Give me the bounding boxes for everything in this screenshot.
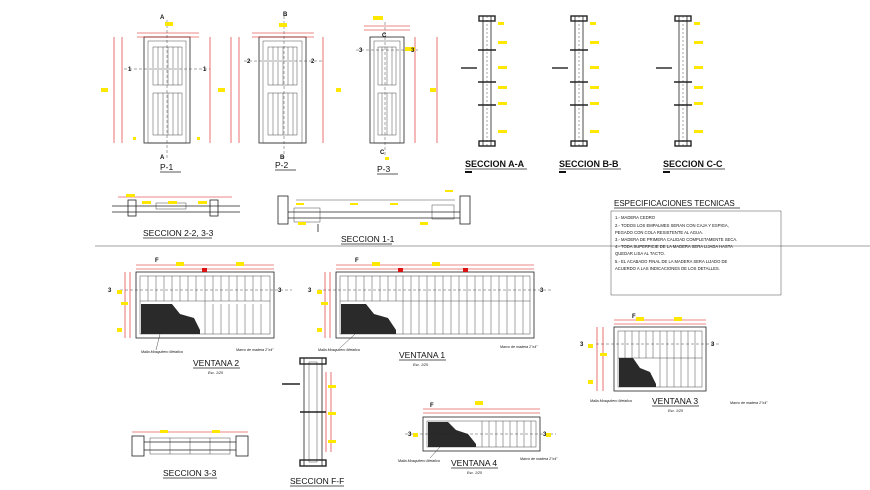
section-1-1: SECCION 1-1 [277,190,471,245]
window-v3-cut-f: F [632,314,636,320]
door-p1-cut-bottom: A [160,155,165,161]
spec-line-8: ACUERDO A LAS INDICACIONES DE LOS DETALL… [615,266,720,271]
window-v1-title: VENTANA 1 [399,350,445,360]
window-v4: F 3 3 Malla Mosquitero Metalica Marco de… [398,401,558,475]
window-v1-scale: Esc. 1/25 [413,363,428,367]
section-c-c: SECCION C-C [656,15,725,173]
door-p1-title: P-1 [160,162,174,172]
section-2-2-3-3: SECCION 2-2, 3-3 [112,194,240,239]
window-v4-cut-3-left: 3 [408,432,412,438]
door-p2: 2 2 B B P-2 [218,12,341,171]
window-v2-cut-f: F [155,258,159,264]
section-b-b-title: SECCION B-B [559,159,619,169]
door-p3-cut-top: C [382,33,387,39]
door-p3-cut-right: 3 [411,48,415,54]
window-v1: F 3 3 Malla Mosquitero Metalica Marco de… [308,258,552,367]
window-v4-note-right: Marco de madera 2"x4" [520,457,558,461]
spec-line-5: 4.- TODA SUPERFICIE DE LA MADERA SERA LI… [615,244,733,249]
door-p1: 1 1 A A P-1 [101,15,225,173]
door-p3-cut-left: 3 [359,48,363,54]
window-v3-cut-3-left: 3 [580,342,584,348]
window-v2-cut-3-left: 3 [108,288,112,294]
section-a-a-title: SECCION A-A [465,159,525,169]
spec-line-1: 1.- MADERA CEDRO [615,215,656,220]
spec-line-7: 5.- EL ACABADO FINAL DE LA MADERA SERA L… [615,259,728,264]
section-a-a: SECCION A-A [461,15,527,173]
window-v2: F 3 3 Malla Mosquitero Metalica Marco de… [108,258,292,375]
window-v2-title: VENTANA 2 [193,358,239,368]
window-v3-cut-3-right: 3 [711,342,715,348]
section-f-f-title: SECCION F-F [290,476,344,486]
section-1-1-title: SECCION 1-1 [341,234,395,244]
door-p3: 3 3 C C P-3 [356,16,438,175]
specifications-block: ESPECIFICACIONES TECNICAS 1.- MADERA CED… [610,199,782,296]
window-v2-note-left: Malla Mosquitero Metalica [141,350,183,354]
section-2-2-3-3-title: SECCION 2-2, 3-3 [143,228,214,238]
section-f-f: SECCION F-F [282,357,344,487]
door-p1-cut-right: 1 [203,67,207,73]
section-c-c-title: SECCION C-C [663,159,723,169]
spec-line-3: PEGADO CON COLA RESISTENTE AL AGUA. [615,230,703,235]
door-p3-cut-bottom: C [380,150,385,156]
window-v1-note-left: Malla Mosquitero Metalica [318,348,360,352]
window-v4-note-left: Malla Mosquitero Metalica [398,459,440,463]
window-v4-scale: Esc. 1/25 [467,471,482,475]
window-v1-cut-f: F [355,258,359,264]
window-v4-title: VENTANA 4 [451,458,497,468]
section-3-3: SECCION 3-3 [131,430,249,479]
door-p2-cut-right: 2 [311,59,315,65]
door-p2-cut-left: 2 [247,59,251,65]
window-v2-note-right: Marco de madera 2"x4" [236,348,274,352]
door-p3-title: P-3 [377,164,391,174]
window-v1-cut-3-left: 3 [308,288,312,294]
door-p2-cut-top: B [283,12,288,18]
section-b-b: SECCION B-B [552,15,621,173]
window-v1-note-right: Marco de madera 2"x4" [500,345,538,349]
window-v2-scale: Esc. 1/25 [208,371,223,375]
window-v4-cut-f: F [430,403,434,409]
section-3-3-title: SECCION 3-3 [163,468,217,478]
window-v3-note-left: Malla Mosquitero Metalica [590,399,632,403]
window-v3-title: VENTANA 3 [652,396,698,406]
window-v1-cut-3-right: 3 [540,288,544,294]
window-v2-cut-3-right: 3 [278,288,282,294]
spec-line-2: 2.- TODOS LOS EMPALMES SERAN CON CAJA Y … [615,223,729,228]
spec-line-4: 3.- MADERA DE PRIMERA CALIDAD COMPLETAME… [615,237,737,242]
spec-line-6: QUEDAR LISA AL TACTO. [615,251,665,256]
door-p1-cut-top: A [160,15,165,21]
window-v3: F 3 3 Malla Mosquitero Metalica Marco de… [580,314,768,413]
door-p1-cut-left: 1 [128,67,132,73]
specs-title: ESPECIFICACIONES TECNICAS [614,199,735,208]
window-v3-scale: Esc. 1/25 [668,409,683,413]
window-v4-cut-3-right: 3 [543,432,547,438]
window-v3-note-right: Marco de madera 2"x4" [730,401,768,405]
door-p2-title: P-2 [275,160,289,170]
door-p2-cut-bottom: B [280,155,285,161]
